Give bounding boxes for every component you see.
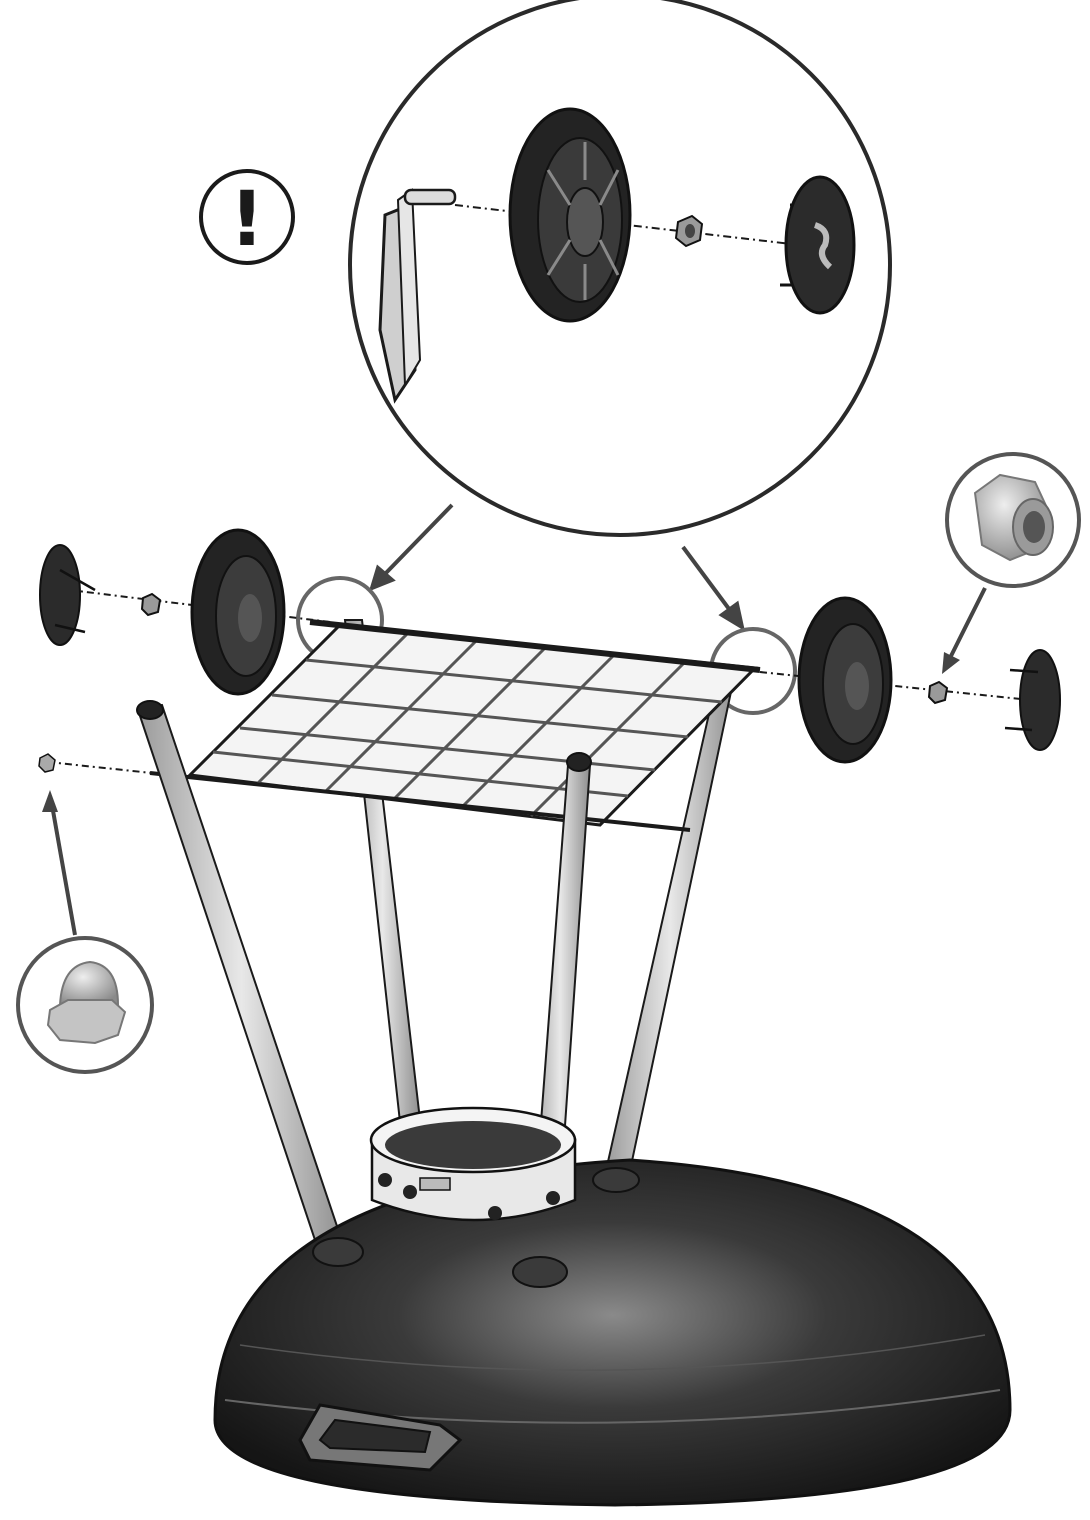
ash-collar [369, 1106, 577, 1222]
warning-icon: ! [199, 169, 295, 265]
grill-bowl [213, 1106, 1012, 1507]
left-wheel-nut-icon [140, 592, 162, 617]
detail-leg-bracket [378, 188, 457, 404]
bowl-handle [298, 1403, 463, 1472]
wheel-detail-callout [348, 0, 892, 537]
cap-nut-part-icon [38, 753, 56, 773]
detail-nut-icon [674, 214, 704, 248]
detail-wheel [508, 107, 632, 323]
detail-hubcap [780, 175, 856, 315]
right-wheel-nut-icon [927, 680, 949, 705]
lock-nut-callout [942, 452, 1081, 674]
cap-nut-callout [16, 790, 154, 1074]
axle-rod [309, 619, 761, 673]
right-wheel-assembly [759, 596, 1061, 764]
callout-arrows [368, 503, 745, 632]
warning-exclamation: ! [230, 174, 265, 263]
right-hubcap [1019, 649, 1061, 751]
left-wheel-assembly [39, 528, 331, 696]
bottom-grate [149, 619, 761, 832]
cap-nut-icon [58, 960, 120, 1006]
left-hubcap [39, 544, 81, 646]
